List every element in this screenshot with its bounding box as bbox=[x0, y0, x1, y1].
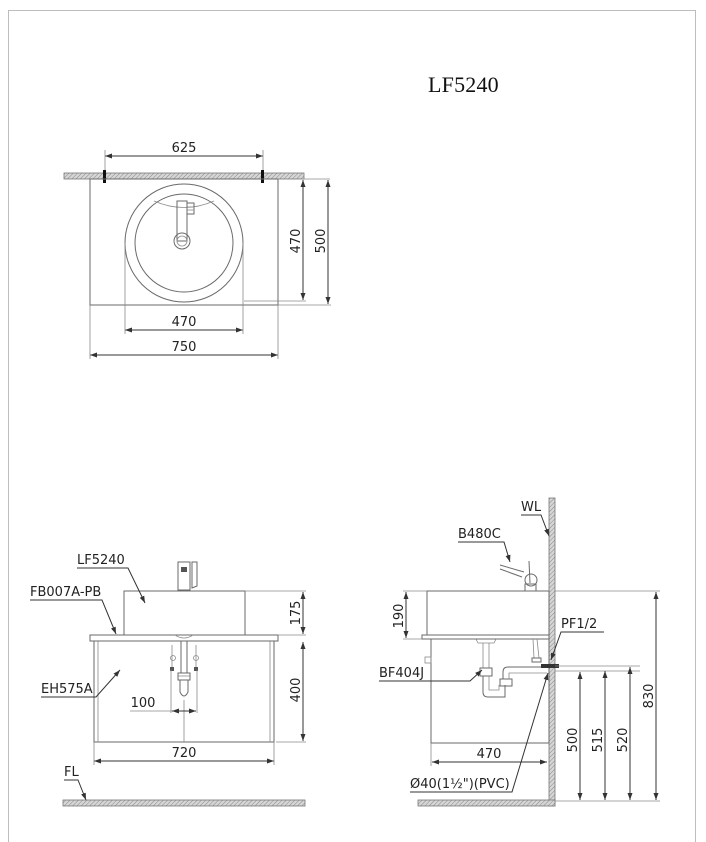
front-view: LF5240 FB007A-PB EH575A 175 400 100 720 … bbox=[30, 553, 306, 807]
dim-supply-height-1: 515 bbox=[591, 728, 606, 753]
dim-basin-height: 175 bbox=[289, 601, 304, 626]
dim-cabinet-width: 720 bbox=[172, 746, 197, 761]
dim-rim-height: 830 bbox=[642, 684, 657, 709]
dim-counter-width: 750 bbox=[172, 340, 197, 355]
side-view: WL B480C PF1/2 BF404J Ø bbox=[379, 497, 660, 807]
dim-basin-height-side: 190 bbox=[392, 604, 407, 629]
dim-cabinet-depth: 470 bbox=[477, 747, 502, 762]
label-basin: LF5240 bbox=[77, 553, 125, 568]
cabinet-outline-side bbox=[430, 638, 550, 744]
fixing-right-icon bbox=[261, 170, 264, 183]
dim-drain-outlet-height: 500 bbox=[566, 728, 581, 753]
basin-outline-side bbox=[426, 590, 550, 636]
dim-supply-height-2: 520 bbox=[616, 728, 631, 753]
basin-inner bbox=[134, 193, 234, 293]
fixing-left-icon bbox=[103, 170, 106, 183]
basin-outer bbox=[124, 183, 244, 303]
label-pipe: Ø40(1½")(PVC) bbox=[410, 777, 510, 792]
label-floor: FL bbox=[64, 765, 79, 780]
drawing-frame bbox=[8, 10, 696, 842]
dim-cabinet-height: 400 bbox=[289, 678, 304, 703]
faucet-lever-icon bbox=[499, 564, 525, 578]
label-supply: PF1/2 bbox=[561, 617, 597, 632]
floor-hatch-side bbox=[417, 799, 556, 807]
label-drain: BF404J bbox=[379, 666, 424, 681]
label-faucet: B480C bbox=[458, 527, 501, 542]
wall-hatch bbox=[63, 172, 305, 180]
floor-hatch bbox=[62, 799, 306, 807]
faucet-spout-icon bbox=[176, 200, 188, 242]
label-bracket: FB007A-PB bbox=[30, 585, 101, 600]
dim-basin-width: 470 bbox=[172, 315, 197, 330]
top-view: 625 470 500 470 750 bbox=[63, 141, 331, 359]
dim-fixing-span: 625 bbox=[172, 141, 197, 156]
drawing-title: LF5240 bbox=[428, 72, 499, 97]
label-wall: WL bbox=[521, 500, 542, 515]
dim-drain-spacing: 100 bbox=[131, 696, 156, 711]
dim-basin-depth: 470 bbox=[289, 229, 304, 254]
dim-counter-depth: 500 bbox=[314, 229, 329, 254]
faucet-icon bbox=[177, 561, 191, 591]
counter-outline bbox=[89, 178, 279, 306]
counter-slab-side bbox=[421, 634, 550, 640]
label-cabinet: EH575A bbox=[41, 682, 93, 697]
